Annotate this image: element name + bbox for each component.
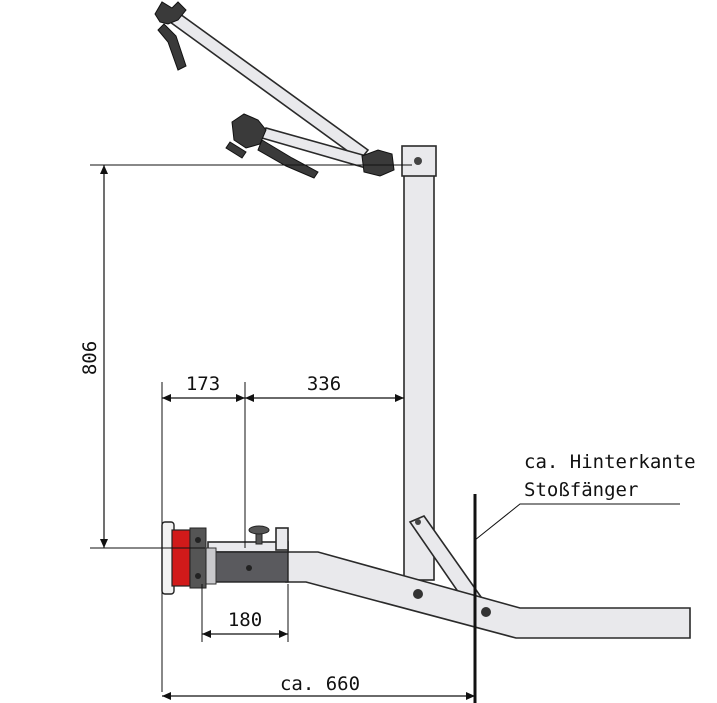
vertical-mast — [401, 145, 437, 581]
dimension-180-label: 180 — [228, 609, 262, 631]
dimension-180 — [201, 584, 289, 642]
dimension-660-label: ca. 660 — [280, 673, 360, 695]
dimension-173-336 — [161, 382, 404, 692]
dimension-173-label: 173 — [186, 373, 220, 395]
arm-joint — [361, 149, 395, 177]
dimension-806 — [90, 164, 412, 549]
knob — [248, 525, 289, 551]
bumper-note-line1: ca. Hinterkante — [524, 451, 696, 473]
bumper-note-line2: Stoßfänger — [524, 479, 638, 501]
dimension-806-label: 806 — [79, 341, 101, 375]
bumper-line — [473, 494, 680, 703]
clamp-top — [154, 1, 187, 71]
clamp-middle — [225, 113, 319, 179]
base-frame — [285, 551, 691, 639]
hitch-box — [203, 541, 289, 585]
dimension-336-label: 336 — [307, 373, 341, 395]
taillight — [161, 521, 207, 595]
